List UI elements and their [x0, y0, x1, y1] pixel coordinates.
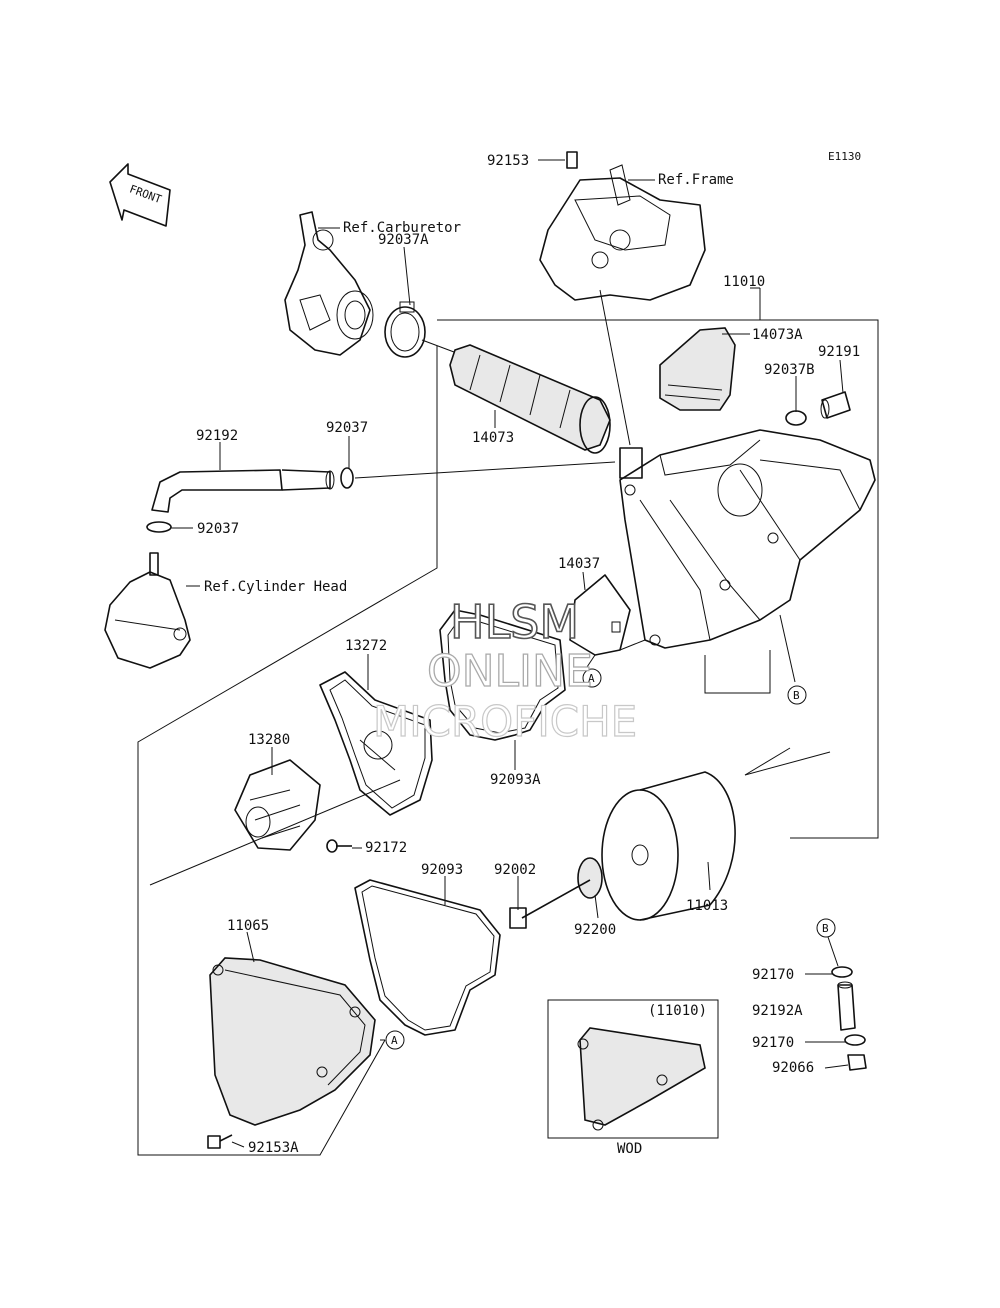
watermark-line2: ONLINE — [427, 646, 593, 697]
callout-wod-part: (11010) — [648, 1003, 707, 1019]
callout-ref-frame: Ref.Frame — [658, 172, 734, 188]
front-arrow-icon: FRONT — [109, 163, 171, 227]
marker-b-upper: B — [787, 685, 807, 705]
watermark-line3: MICROFICHE — [373, 697, 637, 746]
callout-92170-top: 92170 — [752, 967, 794, 983]
airbox-11010-part — [354, 429, 876, 694]
clamp-92037-top-part — [340, 467, 354, 489]
clamp-92037a-part — [384, 301, 426, 358]
callout-92093: 92093 — [421, 862, 463, 878]
tube-92191-part — [820, 391, 851, 419]
callout-13280: 13280 — [248, 732, 290, 748]
duct-14073-part — [449, 344, 611, 454]
clamp-92037-bottom-part — [146, 521, 172, 533]
watermark: HLSM ONLINE MICROFICHE — [372, 594, 637, 746]
watermark-line1: HLSM — [450, 595, 579, 649]
hose-92192-part — [151, 469, 335, 513]
callout-11013: 11013 — [686, 898, 728, 914]
hose-92192a-part — [837, 981, 856, 1031]
washer-92200-part — [577, 857, 603, 899]
carburetor-ref-part — [284, 211, 374, 356]
assembly-boundary — [137, 319, 879, 1156]
callout-92093a: 92093A — [490, 772, 541, 788]
callout-14073: 14073 — [472, 430, 514, 446]
wod-inset — [547, 999, 719, 1139]
svg-text:B: B — [822, 922, 829, 935]
callout-92066: 92066 — [772, 1060, 814, 1076]
marker-a-upper: A — [582, 668, 602, 688]
holder-13272-part — [319, 671, 433, 816]
clamp-92037b-part — [785, 410, 807, 426]
cage-13280-part — [234, 759, 321, 851]
callout-92037-bottom: 92037 — [197, 521, 239, 537]
callout-92191: 92191 — [818, 344, 860, 360]
svg-text:B: B — [793, 689, 800, 702]
svg-text:A: A — [391, 1034, 398, 1047]
callout-92172: 92172 — [365, 840, 407, 856]
callout-ref-carburetor: Ref.Carburetor — [343, 220, 461, 236]
callout-92037-top: 92037 — [326, 420, 368, 436]
plate-14037-part — [569, 574, 646, 671]
callout-ref-cylinder-head: Ref.Cylinder Head — [204, 579, 347, 595]
callout-14073a: 14073A — [752, 327, 803, 343]
marker-b-lower: B — [816, 918, 836, 938]
bolt-92002-part — [509, 879, 591, 929]
leader-lines — [170, 159, 849, 1148]
screw-92172-part — [326, 839, 352, 853]
callout-11065: 11065 — [227, 918, 269, 934]
gasket-92093a-part — [439, 609, 566, 741]
callout-92153a: 92153A — [248, 1140, 299, 1156]
marker-a-lower: A — [385, 1030, 405, 1050]
gasket-92093-part — [354, 879, 501, 1036]
frame-ref-part — [539, 151, 706, 446]
cover-11065-part — [209, 957, 376, 1126]
filter-element-11013-part — [601, 771, 736, 921]
svg-text:A: A — [588, 672, 595, 685]
diagram-code: E1130 — [828, 150, 861, 163]
callout-92192a: 92192A — [752, 1003, 803, 1019]
callout-11010: 11010 — [723, 274, 765, 290]
callout-92200: 92200 — [574, 922, 616, 938]
fitting-92066-part — [847, 1054, 867, 1071]
bolt-92153a-part — [207, 1134, 233, 1149]
callout-92170-bottom: 92170 — [752, 1035, 794, 1051]
callout-wod-label: WOD — [617, 1141, 642, 1157]
clamp-92170-bottom-part — [844, 1034, 866, 1046]
clamp-92170-top-part — [831, 966, 853, 978]
callout-14037: 14037 — [558, 556, 600, 572]
callout-92192: 92192 — [196, 428, 238, 444]
callout-13272: 13272 — [345, 638, 387, 654]
callout-92037a: 92037A — [378, 232, 429, 248]
intake-14073a-part — [659, 327, 736, 411]
callout-92002: 92002 — [494, 862, 536, 878]
callout-92153: 92153 — [487, 153, 529, 169]
cylinder-head-ref-part — [104, 552, 191, 669]
callout-92037b: 92037B — [764, 362, 815, 378]
